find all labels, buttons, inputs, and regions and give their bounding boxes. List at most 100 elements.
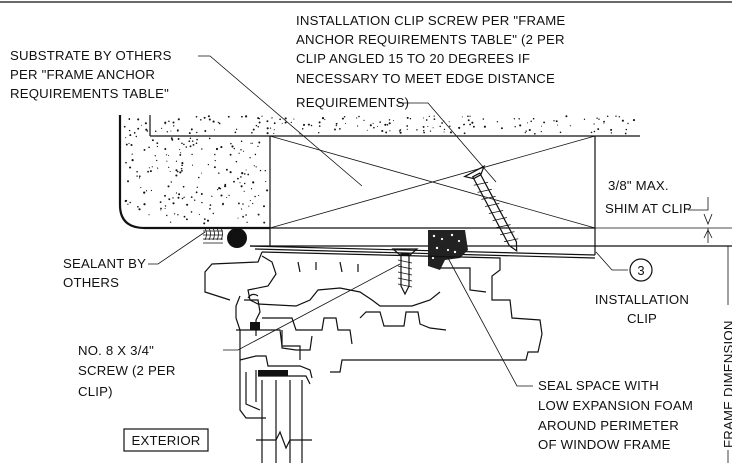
stipple-dot [381, 129, 384, 133]
stipple-dot [169, 170, 171, 172]
stipple-dot [203, 218, 206, 220]
stipple-dot [193, 199, 196, 201]
stipple-dot [214, 153, 216, 156]
stipple-dot [242, 150, 245, 152]
stipple-dot [169, 221, 172, 223]
svg-text:OF WINDOW FRAME: OF WINDOW FRAME [538, 437, 671, 452]
stipple-dot [176, 170, 179, 173]
stipple-dot [307, 123, 310, 126]
stipple-dot [343, 115, 346, 118]
stipple-dot [559, 131, 562, 134]
stipple-dot [129, 201, 131, 204]
stipple-dot [151, 139, 154, 142]
stipple-dot [190, 211, 193, 213]
stipple-dot [565, 115, 568, 118]
stipple-dot [181, 142, 183, 145]
stipple-dot [228, 194, 230, 197]
stipple-dot [179, 149, 181, 151]
stipple-dot [388, 119, 391, 121]
stipple-dot [439, 125, 441, 128]
stipple-dot [258, 118, 261, 120]
shim-note: 3/8" MAX. SHIM AT CLIP [605, 178, 692, 216]
stipple-dot [429, 130, 432, 132]
stipple-dot [138, 208, 141, 211]
stipple-dot [514, 126, 516, 128]
stipple-dot [250, 142, 252, 144]
stipple-dot [185, 218, 188, 221]
stipple-dot [168, 198, 171, 201]
stipple-dot [180, 152, 182, 154]
stipple-dot [598, 118, 600, 120]
stipple-dot [596, 117, 598, 119]
stipple-dot [191, 153, 193, 156]
stipple-dot [496, 121, 499, 123]
stipple-dot [449, 125, 451, 128]
stipple-dot [207, 115, 210, 118]
stipple-dot [443, 131, 445, 133]
stipple-dot [252, 202, 254, 205]
stipple-dot [632, 119, 636, 122]
clip-screw-note: INSTALLATION CLIP SCREW PER "FRAME ANCHO… [296, 13, 565, 110]
stipple-dot [392, 120, 395, 122]
stipple-dot [258, 121, 261, 124]
stipple-dot [518, 118, 520, 120]
stipple-dot [206, 219, 210, 222]
svg-text:SEALANT BY: SEALANT BY [63, 256, 146, 271]
stipple-dot [266, 189, 269, 192]
stipple-dot [615, 115, 617, 117]
stipple-dot [318, 121, 321, 124]
stipple-dot [318, 125, 321, 127]
svg-text:OTHERS: OTHERS [63, 275, 119, 290]
stipple-dot [388, 122, 391, 125]
stipple-dot [177, 118, 180, 121]
stipple-dot [190, 196, 193, 198]
stipple-dot [164, 121, 167, 124]
stipple-dot [131, 159, 134, 162]
stipple-dot [458, 126, 461, 129]
stipple-dot [310, 124, 313, 127]
stipple-dot [165, 154, 168, 156]
stipple-dot [164, 148, 167, 150]
stipple-dot [238, 152, 240, 154]
stipple-dot [213, 166, 216, 169]
stipple-dot [266, 127, 269, 130]
stipple-dot [181, 169, 183, 172]
stipple-dot [168, 120, 170, 123]
stipple-dot [218, 122, 221, 125]
stipple-dot [557, 124, 558, 126]
stipple-dot [433, 115, 435, 117]
foam-seal [428, 230, 468, 270]
stipple-dot [181, 162, 184, 165]
stipple-dot [266, 132, 269, 135]
stipple-dot [469, 123, 471, 126]
substrate-block [118, 115, 640, 255]
stipple-dot [137, 127, 140, 130]
stipple-dot [216, 188, 219, 191]
stipple-dot [222, 202, 224, 205]
stipple-dot [385, 131, 388, 134]
stipple-dot [255, 124, 258, 127]
stipple-dot [179, 153, 182, 156]
stipple-dot [183, 143, 185, 146]
stipple-dot [240, 140, 243, 143]
stipple-dot [177, 214, 179, 216]
stipple-dot [258, 141, 261, 144]
stipple-dot [243, 182, 246, 185]
stipple-dot [214, 159, 216, 162]
sealant-note: SEALANT BY OTHERS [63, 256, 146, 290]
stipple-dot [235, 128, 238, 130]
stipple-dot [513, 118, 516, 120]
stipple-dot [254, 195, 256, 198]
stipple-dot [156, 159, 158, 162]
stipple-dot [428, 115, 430, 118]
stipple-dot [266, 120, 269, 123]
stipple-dot [208, 118, 211, 121]
stipple-dot [170, 130, 172, 132]
svg-text:INSTALLATION: INSTALLATION [595, 292, 689, 307]
stipple-dot [154, 155, 156, 157]
stipple-dot [149, 170, 152, 173]
stipple-dot [264, 170, 266, 172]
stipple-dot [610, 128, 613, 131]
